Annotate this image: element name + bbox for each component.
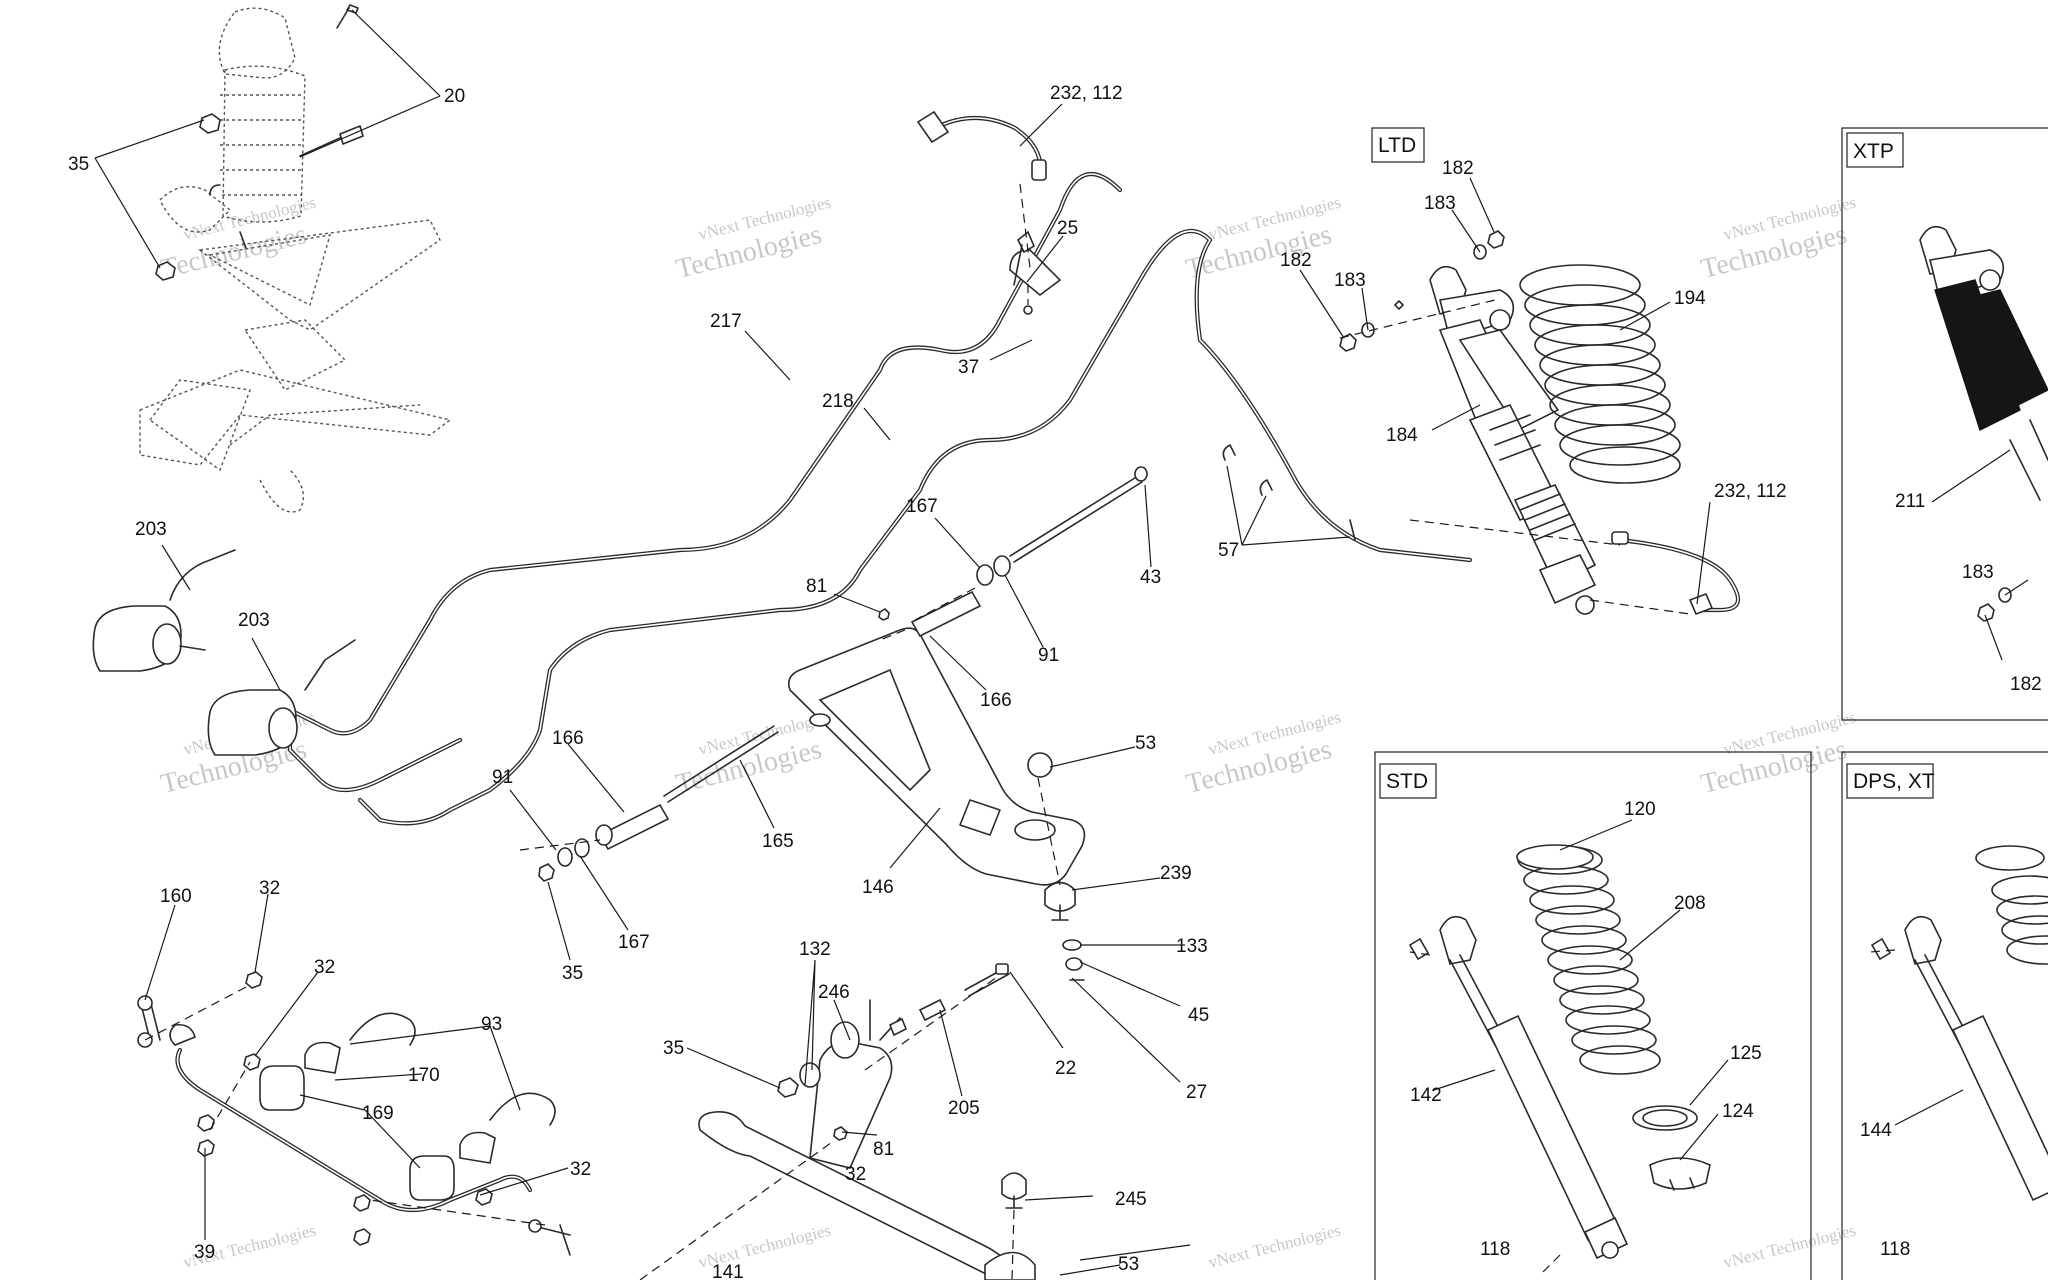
svg-text:vNext Technologies: vNext Technologies xyxy=(1721,1221,1857,1272)
variant-box-dps-xt: DPS, XT xyxy=(1841,751,2048,1280)
callout-91: 91 xyxy=(1038,645,1059,666)
callout-35: 35 xyxy=(663,1038,684,1059)
watermark: vNext Technologies Technologies xyxy=(673,193,833,286)
callout-166: 166 xyxy=(552,728,584,749)
callout-182: 182 xyxy=(1442,158,1474,179)
watermark: vNext Technologies Technologies xyxy=(1183,708,1343,801)
callout-133: 133 xyxy=(1176,936,1208,957)
callout-22: 22 xyxy=(1055,1058,1076,1079)
callout-183: 183 xyxy=(1962,562,1994,583)
upper-a-arm-146 xyxy=(538,466,1148,981)
callout-239: 239 xyxy=(1160,863,1192,884)
callout-91: 91 xyxy=(492,767,513,788)
callout-182: 182 xyxy=(2010,674,2042,695)
brake-hose-217 xyxy=(287,172,1123,792)
assembly-dash-lines xyxy=(144,183,1896,1280)
callout-232-112: 232, 112 xyxy=(1714,481,1787,502)
callout-184: 184 xyxy=(1386,425,1418,446)
reference-shock-assembly xyxy=(139,4,452,513)
callout-27: 27 xyxy=(1186,1082,1207,1103)
callout-124: 124 xyxy=(1722,1101,1754,1122)
variant-box-std: STD xyxy=(1374,751,1812,1280)
callout-167: 167 xyxy=(906,496,938,517)
callout-232-112: 232, 112 xyxy=(1050,83,1123,104)
callout-118: 118 xyxy=(1880,1239,1910,1260)
callout-35: 35 xyxy=(68,154,89,175)
callout-205: 205 xyxy=(948,1098,980,1119)
callout-203: 203 xyxy=(135,519,167,540)
callout-37: 37 xyxy=(958,357,979,378)
callout-169: 169 xyxy=(362,1103,394,1124)
callout-182: 182 xyxy=(1280,250,1312,271)
sway-bar-assembly xyxy=(137,971,571,1256)
svg-text:vNext Technologies: vNext Technologies xyxy=(1206,1221,1342,1272)
callout-32: 32 xyxy=(845,1164,866,1185)
callout-35: 35 xyxy=(562,963,583,984)
lower-a-arm-141 xyxy=(698,963,1036,1280)
watermark: vNext Technologies Technologies xyxy=(1183,193,1343,286)
watermark: vNext Technologies xyxy=(1721,1221,1857,1272)
variant-label-dps-xt: DPS, XT xyxy=(1853,770,1935,793)
brake-hose-218 xyxy=(357,228,1473,826)
callout-183: 183 xyxy=(1334,270,1366,291)
callout-170: 170 xyxy=(408,1065,440,1086)
ltd-shock-assembly xyxy=(1222,230,1681,615)
variant-label-std: STD xyxy=(1386,770,1428,793)
callout-211: 211 xyxy=(1895,491,1925,512)
brake-hose-232-112-upper xyxy=(916,110,1062,315)
callout-43: 43 xyxy=(1140,567,1161,588)
callout-194: 194 xyxy=(1674,288,1706,309)
callout-144: 144 xyxy=(1860,1120,1892,1141)
brake-hose-232-112-lower xyxy=(1611,531,1741,616)
brake-valve-203 xyxy=(92,549,356,756)
callout-218: 218 xyxy=(822,391,854,412)
callout-217: 217 xyxy=(710,311,742,332)
callout-labels: 20 35 203 203 232, 112 25 217 37 218 167… xyxy=(68,83,2042,1280)
callout-25: 25 xyxy=(1057,218,1078,239)
callout-183: 183 xyxy=(1424,193,1456,214)
callout-142: 142 xyxy=(1410,1085,1442,1106)
callout-32: 32 xyxy=(570,1159,591,1180)
callout-81: 81 xyxy=(873,1139,894,1160)
callout-39: 39 xyxy=(194,1242,215,1263)
callout-245: 245 xyxy=(1115,1189,1147,1210)
variant-label-ltd: LTD xyxy=(1378,134,1416,157)
callout-32: 32 xyxy=(314,957,335,978)
callout-45: 45 xyxy=(1188,1005,1209,1026)
variant-box-xtp: XTP xyxy=(1841,127,2048,721)
callout-57: 57 xyxy=(1218,540,1239,561)
callout-132: 132 xyxy=(799,939,831,960)
callout-203: 203 xyxy=(238,610,270,631)
callout-53: 53 xyxy=(1135,733,1156,754)
callout-125: 125 xyxy=(1730,1043,1762,1064)
callout-53: 53 xyxy=(1118,1254,1139,1275)
callout-32: 32 xyxy=(259,878,280,899)
leader-lines xyxy=(94,9,2029,1276)
watermark-layer: vNext Technologies Technologies vNext Te… xyxy=(158,193,1858,1272)
callout-246: 246 xyxy=(818,982,850,1003)
callout-165: 165 xyxy=(762,831,794,852)
callout-93: 93 xyxy=(481,1014,502,1035)
callout-141: 141 xyxy=(712,1262,744,1280)
callout-20: 20 xyxy=(444,86,465,107)
callout-81: 81 xyxy=(806,576,827,597)
watermark: vNext Technologies xyxy=(1206,1221,1342,1272)
callout-167: 167 xyxy=(618,932,650,953)
callout-166: 166 xyxy=(980,690,1012,711)
callout-146: 146 xyxy=(862,877,894,898)
variant-box-ltd: LTD xyxy=(1371,127,1425,163)
watermark: vNext Technologies Technologies xyxy=(1698,708,1858,801)
callout-118: 118 xyxy=(1480,1239,1510,1260)
watermark: vNext Technologies Technologies xyxy=(1698,193,1858,286)
callout-208: 208 xyxy=(1674,893,1706,914)
callout-160: 160 xyxy=(160,886,192,907)
watermark: vNext Technologies Technologies xyxy=(158,193,318,286)
callout-120: 120 xyxy=(1624,799,1656,820)
variant-label-xtp: XTP xyxy=(1853,140,1894,163)
